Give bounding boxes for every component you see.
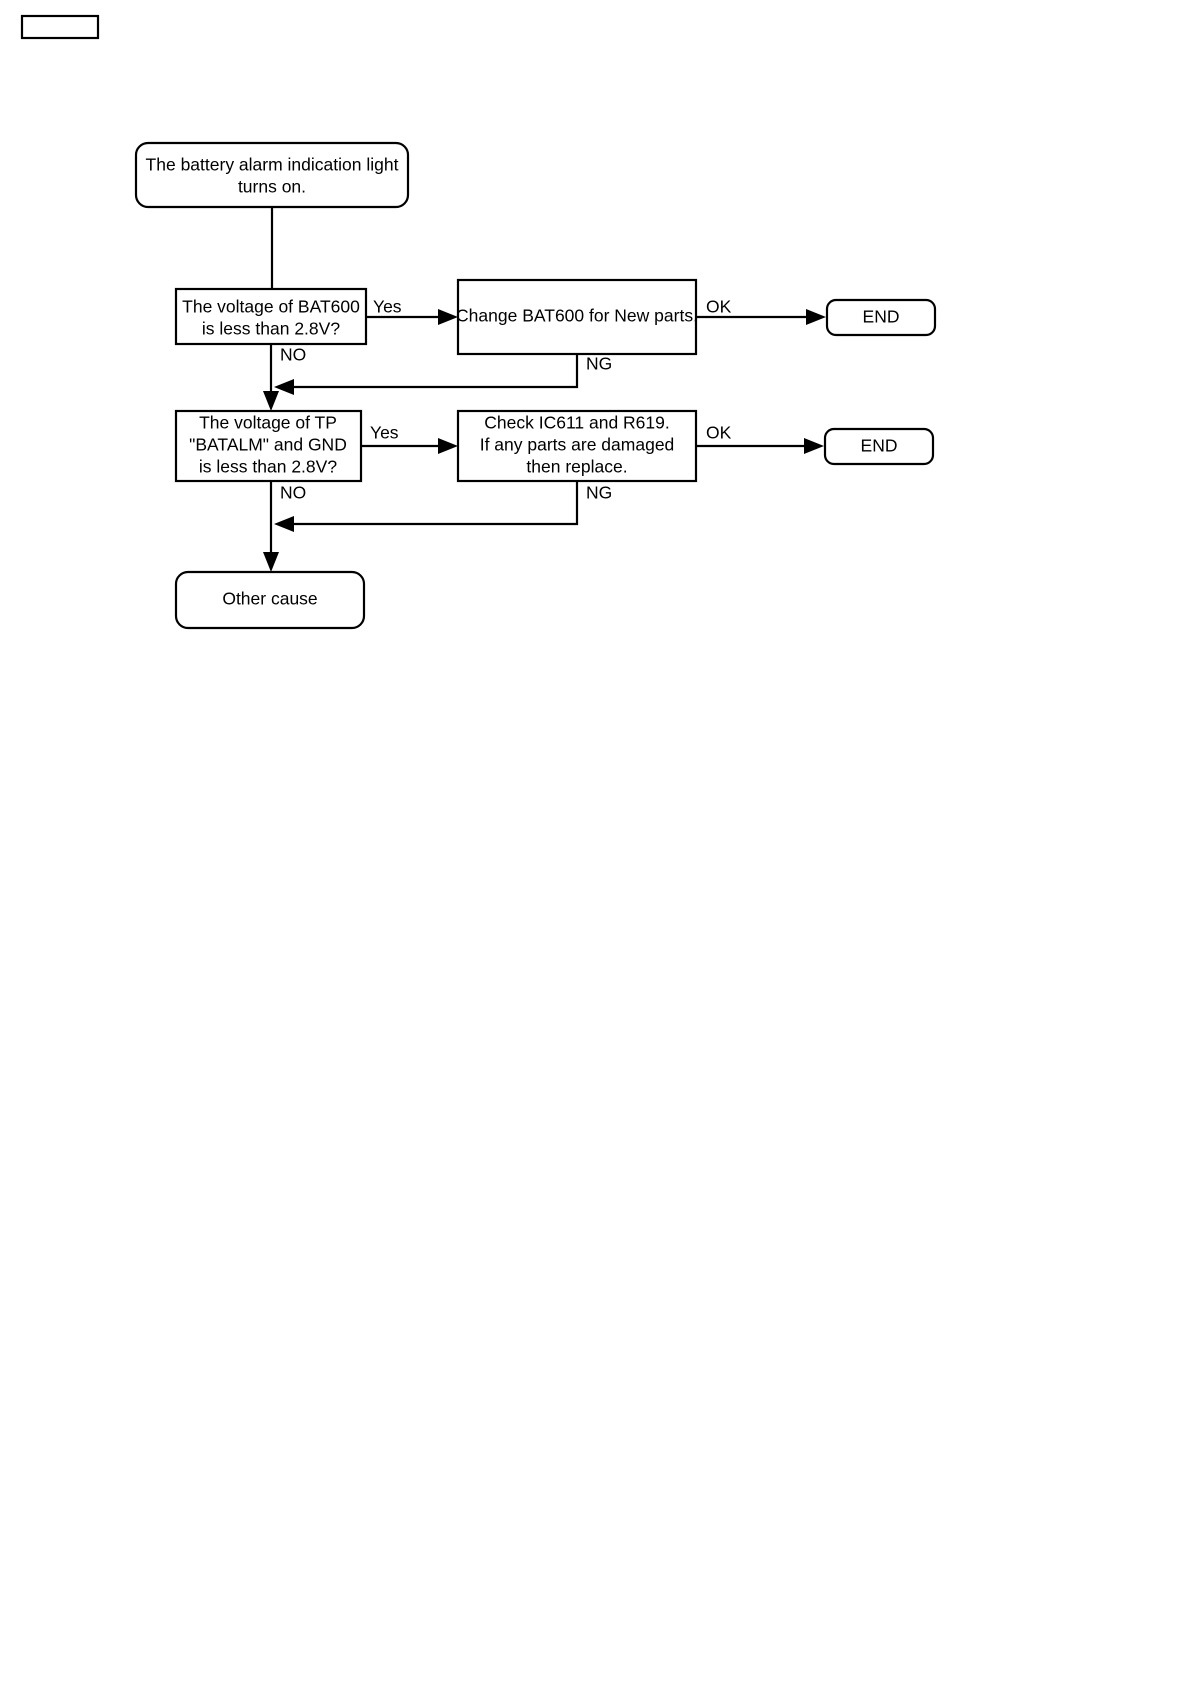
edge-label-ok-1: OK [706,297,732,317]
arrowhead-action1-ok [806,309,826,325]
edge-action2-ng [289,481,579,526]
node-end-1 [825,298,937,337]
node-start-line-1: The battery alarm indication light [146,155,399,175]
node-action-check-ic611-line-2: If any parts are damaged [480,435,675,455]
node-decision-batalm-line-3: is less than 2.8V? [199,457,337,477]
edge-label-no-1: NO [280,345,306,365]
edge-label-yes-2: Yes [370,423,399,443]
edge-label-yes-1: Yes [373,297,402,317]
arrowhead-decision1-yes [438,309,458,325]
node-action-check-ic611-line-3: then replace. [526,457,627,477]
node-decision-batalm-line-2: "BATALM" and GND [189,435,347,455]
edge-label-ok-2: OK [706,423,732,443]
node-decision-batalm-line-1: The voltage of TP [199,413,337,433]
arrowhead-action1-ng [274,379,294,395]
edge-label-ng-2: NG [586,483,612,503]
node-end-2-label: END [861,436,898,456]
node-action-check-ic611 [456,409,698,483]
node-other-cause [174,570,366,630]
arrowhead-decision2-no [263,552,279,572]
node-decision-bat600-line-2: is less than 2.8V? [202,319,340,339]
arrowhead-action2-ok [804,438,824,454]
node-start-line-2: turns on. [238,177,306,197]
node-action-change-bat600 [456,278,698,356]
header-box [20,14,100,40]
node-action-change-bat600-line-1: Change BAT600 for New parts. [456,306,698,326]
edge-action1-ng [289,354,579,389]
node-end-1-label: END [863,307,900,327]
node-decision-bat600-line-1: The voltage of BAT600 [182,297,360,317]
node-other-cause-label: Other cause [222,589,317,609]
node-start [134,141,410,209]
node-action-check-ic611-line-1: Check IC611 and R619. [484,413,670,433]
arrowhead-decision1-no [263,391,279,411]
arrowhead-action2-ng [274,516,294,532]
edge-label-ng-1: NG [586,354,612,374]
arrowhead-decision2-yes [438,438,458,454]
edge-label-no-2: NO [280,483,306,503]
node-end-2 [823,427,935,466]
node-decision-batalm [174,409,363,483]
